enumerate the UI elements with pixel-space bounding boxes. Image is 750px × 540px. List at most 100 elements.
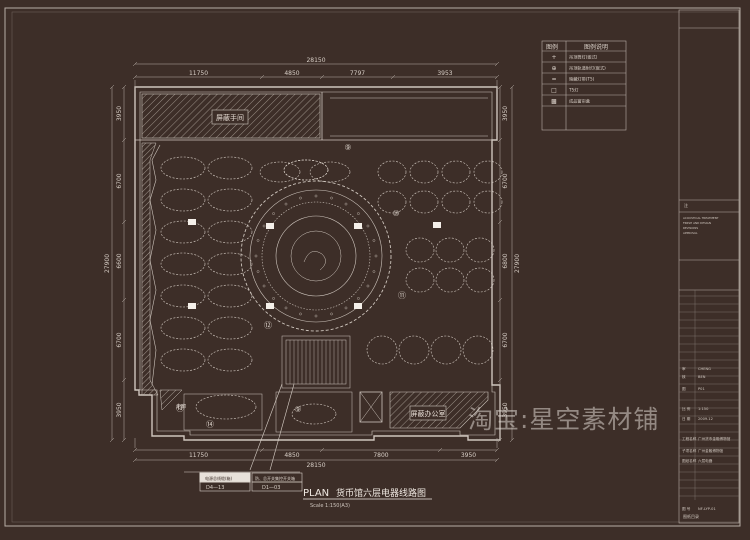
stair-core [183, 335, 383, 433]
title-block-field-value: 六层电器 [698, 458, 713, 463]
lighting-loop [160, 156, 206, 180]
lighting-loop [160, 284, 206, 308]
lighting-loop [195, 394, 257, 420]
rotunda-fixture [299, 196, 302, 200]
t5-lamp [354, 223, 362, 229]
room-bottom-left-label: 走廊 [176, 403, 186, 410]
rotunda-fixture [344, 306, 348, 310]
lighting-loop [291, 403, 337, 425]
plan-title: 货币馆六层电器线路图 [336, 487, 426, 499]
legend-text: T5灯 [568, 87, 579, 94]
dim-left-seg-tick [121, 377, 127, 383]
t5-lamp [188, 219, 196, 225]
title-block-field-label: 工程名称 [682, 436, 697, 441]
title-block-footer: 图纸目录 [683, 513, 699, 519]
title-block-rows [679, 290, 739, 500]
dim-right-seg-tick [497, 377, 503, 383]
circuit-tag: ⑬ [176, 404, 184, 413]
dim-left-seg-tick [121, 437, 127, 443]
legend-text: 吊顶筒灯(嵌式) [569, 54, 598, 61]
legend-table: 图例 图例说明 [541, 40, 627, 131]
rotunda-fixture [272, 212, 275, 215]
t5-lamp [354, 303, 362, 309]
callout-2-value: D1—03 [262, 485, 280, 491]
dim-left-seg-label: 6600 [116, 253, 123, 268]
t5-lamp [266, 223, 274, 229]
left-wall-recesses [141, 142, 159, 396]
building-walls [134, 86, 501, 441]
room-bottom-right-label-box [409, 405, 447, 421]
dim-left-seg-tick [121, 84, 127, 90]
dim-top-seg-tick [259, 74, 265, 80]
title-block [678, 9, 740, 524]
lighting-loop [160, 316, 206, 340]
dim-top-total-tick [132, 61, 138, 67]
t5-lamp [188, 303, 196, 309]
lighting-loop [473, 160, 503, 184]
dim-bottom-seg-label: 11750 [189, 452, 208, 459]
lighting-loop [435, 267, 465, 293]
lighting-loop [405, 267, 435, 293]
dim-top-seg-label: 7797 [350, 70, 365, 77]
lighting-loop [465, 237, 495, 263]
legend-symbol: ═ [551, 76, 556, 83]
dim-top-seg-tick [494, 74, 500, 80]
title-block-field-value: 广州货币金融博物馆 [698, 436, 731, 441]
lighting-loop [160, 348, 206, 372]
room-top-left-label-box [211, 109, 249, 125]
title-block-field-value: P01 [698, 387, 705, 391]
bottom-left-corner-wall [159, 389, 183, 411]
dim-top-seg-label: 11750 [189, 70, 208, 77]
dim-left-seg-label: 6700 [116, 332, 123, 347]
lighting-loop [283, 159, 329, 181]
dim-right-seg-tick [497, 137, 503, 143]
rotunda-fixture [262, 224, 266, 228]
dim-right-seg-label: 3950 [502, 402, 509, 417]
dim-bottom-seg-tick [437, 447, 443, 453]
dim-left-seg-tick [121, 297, 127, 303]
rotunda-fixture [299, 312, 302, 316]
callout-2-label: 防、总开关集控开关箱 [255, 475, 295, 481]
dim-bottom-seg-tick [319, 447, 325, 453]
rotunda-fixture [344, 202, 348, 206]
rotunda-fixture [256, 270, 260, 273]
legend-header-symbol: 图例 [546, 43, 558, 51]
dim-left-total-label: 27900 [104, 254, 111, 273]
dim-bottom-seg-tick [132, 447, 138, 453]
dim-right-seg-tick [497, 297, 503, 303]
lighting-loop [377, 160, 407, 184]
lighting-loop [207, 252, 253, 276]
stair-steps [289, 340, 343, 384]
rotunda-fixture [254, 254, 258, 258]
circuit-tag: ⑪ [398, 291, 406, 300]
circuit-tag: ⑩ [392, 209, 399, 218]
title-block-note: REVISIONS [683, 226, 698, 230]
dim-right-seg-label: 6800 [502, 253, 509, 268]
dim-bottom-total-tick [132, 457, 138, 463]
dim-right-seg-label: 3950 [502, 106, 509, 121]
dim-bottom-total-tick [494, 457, 500, 463]
legend-symbol: ⊕ [551, 65, 556, 72]
t5-lamp [433, 222, 441, 228]
dim-right-seg-label: 6700 [502, 332, 509, 347]
title-block-field-label: 图 [682, 387, 686, 391]
plan-prefix: PLAN [303, 488, 329, 499]
lighting-loop [366, 335, 398, 365]
dim-right-total-tick [509, 437, 515, 443]
dim-right-seg-tick [497, 219, 503, 225]
dim-top-total-label: 28150 [306, 57, 325, 64]
title-block-field-label: 审 [682, 366, 686, 371]
rotunda-fixture [366, 224, 370, 228]
legend-text: 暗藏灯带(T5) [569, 76, 595, 83]
legend-symbol: + [551, 54, 556, 61]
rotunda-fixture [366, 284, 370, 288]
dim-bottom-seg-tick [494, 447, 500, 453]
callout-1-label: 电源总线缆(箱) [205, 475, 233, 481]
legend-text: 成品窗帘盒 [569, 98, 591, 105]
lighting-loop [207, 188, 253, 212]
room-bottom-right-label: 屏蔽办公室 [411, 409, 446, 418]
